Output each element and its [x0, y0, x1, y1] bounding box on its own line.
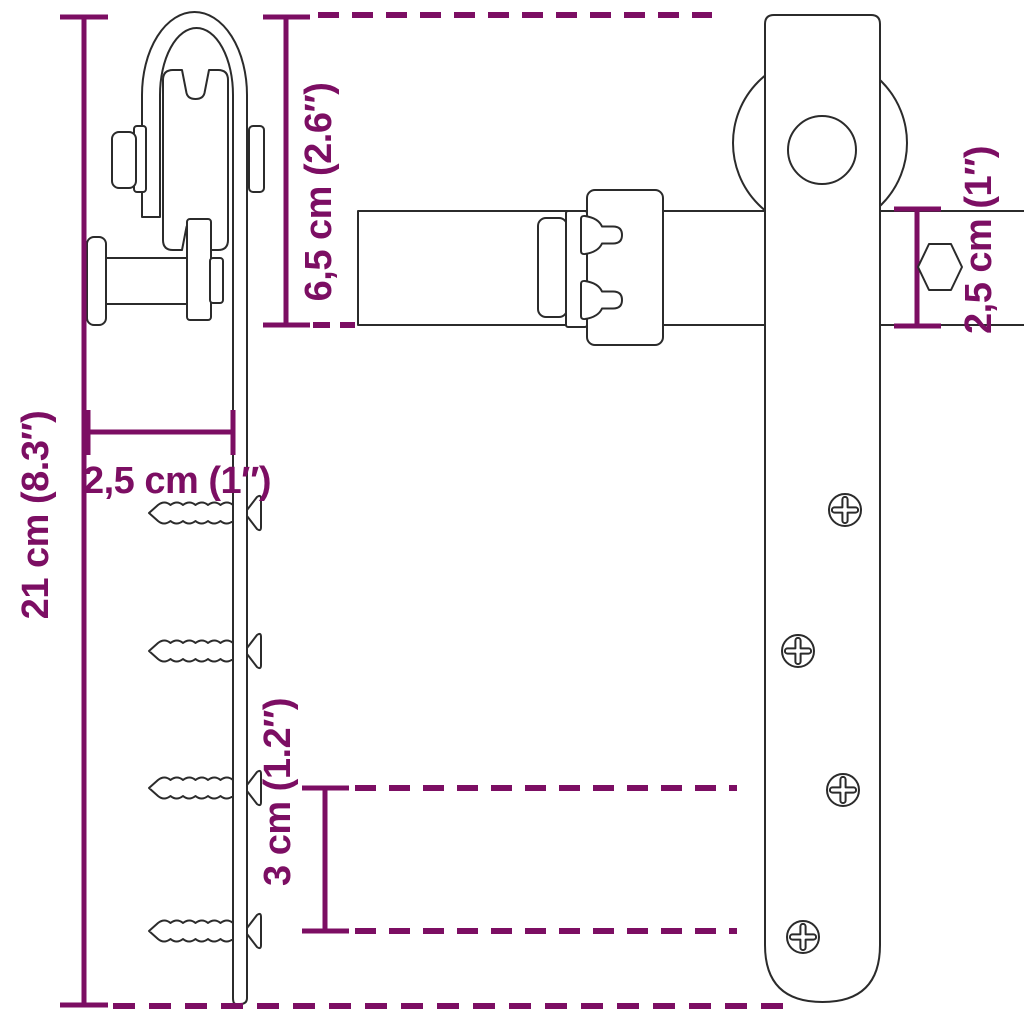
- side-view-roller-bracket: [86, 11, 265, 1005]
- stud-flange: [186, 218, 212, 321]
- stud-shaft: [100, 257, 192, 305]
- dim-label-screw-spacing: 3 cm (1.2″): [257, 698, 299, 886]
- stud-head: [86, 236, 107, 326]
- stop-pad: [537, 217, 568, 318]
- dim-overall-height-lines: [60, 14, 108, 1008]
- hanger-strap: [764, 14, 881, 1003]
- dim-rail-width-lines: [894, 206, 941, 329]
- strap-screw-3: [826, 773, 860, 807]
- dim-label-plate-width: 2,5 cm (1″): [83, 460, 271, 502]
- stop-body: [586, 189, 664, 346]
- strap-screw-4: [786, 920, 820, 954]
- dim-label-overall-height: 21 cm (8.3″): [15, 411, 57, 620]
- stud-nut: [209, 257, 224, 304]
- hex-nut: [917, 243, 963, 291]
- axle-end: [248, 125, 265, 193]
- rail-stop-clamp: [537, 189, 664, 346]
- strap-screw-2: [781, 634, 815, 668]
- wheel-axle-hub: [787, 115, 857, 185]
- dim-label-rail-width: 2,5 cm (1″): [958, 146, 1000, 334]
- dim-plate-width-lines: [85, 410, 236, 455]
- strap-screw-1: [828, 493, 862, 527]
- dim-carriage-height-lines: [263, 12, 712, 328]
- dim-label-carriage-height: 6,5 cm (2.6″): [298, 83, 340, 302]
- axle-bolt-head: [111, 131, 137, 189]
- door-mount-stud: [86, 218, 224, 326]
- rail-bar: [357, 210, 1024, 326]
- pulley-wheel-side: [162, 69, 229, 251]
- dim-screw-spacing-lines: [302, 785, 737, 934]
